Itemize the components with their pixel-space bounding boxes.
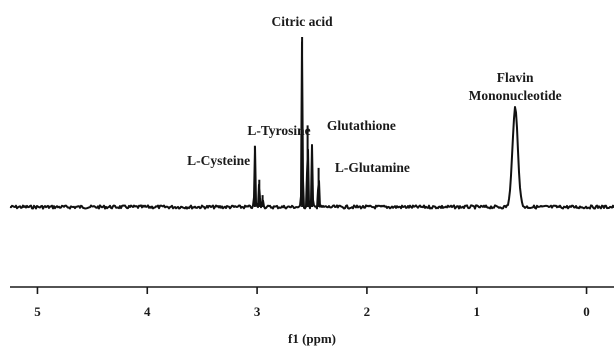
x-tick-label: 5 bbox=[34, 304, 41, 319]
annotation-l-tyrosine: L-Tyrosine bbox=[247, 123, 310, 138]
x-tick-label: 2 bbox=[364, 304, 371, 319]
x-axis-title: f1 (ppm) bbox=[288, 331, 336, 346]
spectrum-trace bbox=[9, 37, 614, 210]
annotation-glutathione: Glutathione bbox=[327, 118, 396, 133]
annotation-flavin: Flavin bbox=[497, 70, 534, 85]
annotation-citric-acid: Citric acid bbox=[272, 14, 334, 29]
annotation-mononucleotide: Mononucleotide bbox=[469, 88, 562, 103]
peak-annotations: Citric acid L-Tyrosine Glutathione L-Cys… bbox=[187, 14, 562, 175]
x-axis: 5 4 3 2 1 0 bbox=[10, 286, 614, 319]
annotation-l-cysteine: L-Cysteine bbox=[187, 153, 250, 168]
x-tick-label: 1 bbox=[473, 304, 480, 319]
x-tick-label: 0 bbox=[583, 304, 590, 319]
x-axis-ticks: 5 4 3 2 1 0 bbox=[34, 287, 590, 319]
annotation-l-glutamine: L-Glutamine bbox=[335, 160, 410, 175]
x-tick-label: 3 bbox=[254, 304, 261, 319]
x-tick-label: 4 bbox=[144, 304, 151, 319]
